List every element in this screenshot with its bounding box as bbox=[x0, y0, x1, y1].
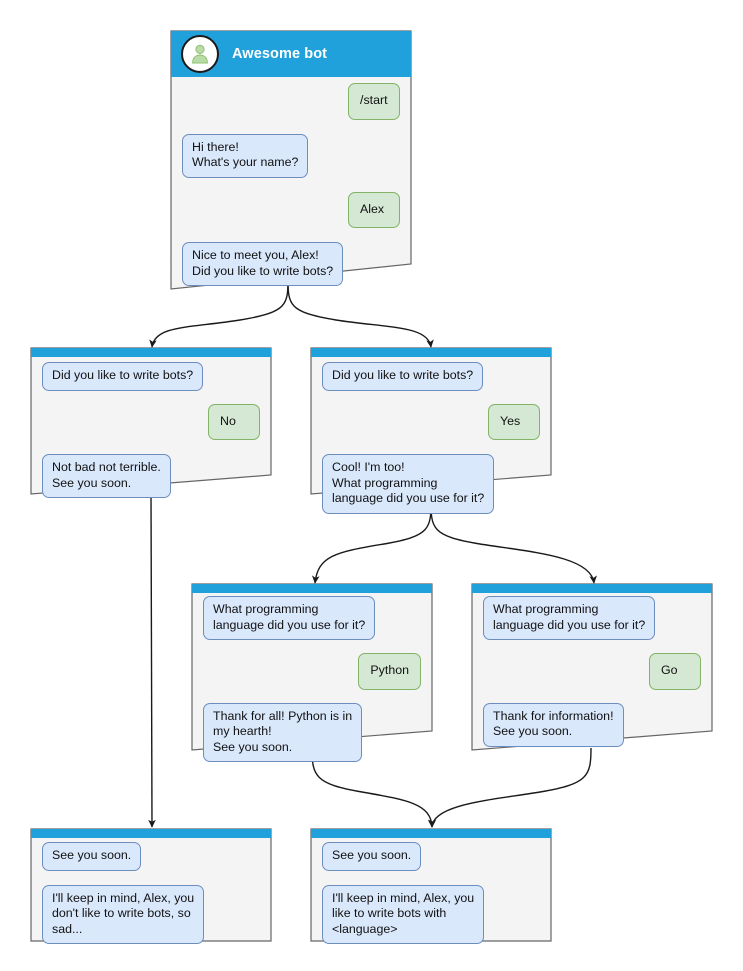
user-message-bubble[interactable]: Yes bbox=[488, 403, 540, 440]
message-list: See you soon. I'll keep in mind, Alex, y… bbox=[30, 842, 272, 944]
bot-message-bubble[interactable]: Did you like to write bots? bbox=[42, 362, 204, 391]
bot-message-bubble[interactable]: See you soon. bbox=[42, 842, 142, 871]
user-message-bubble[interactable]: No bbox=[208, 403, 260, 440]
message-list: What programming language did you use fo… bbox=[471, 596, 713, 747]
message-list: See you soon. I'll keep in mind, Alex, y… bbox=[310, 842, 552, 944]
card-header bbox=[311, 348, 551, 357]
message-row: Did you like to write bots? bbox=[42, 362, 260, 391]
bot-message-bubble[interactable]: Nice to meet you, Alex! Did you like to … bbox=[182, 242, 344, 286]
message-row: Cool! I'm too! What programming language… bbox=[322, 454, 540, 514]
bot-name-label: Awesome bot bbox=[232, 46, 328, 62]
card-header: Awesome bot bbox=[171, 31, 411, 77]
message-row: Python bbox=[203, 653, 421, 690]
message-row: What programming language did you use fo… bbox=[483, 596, 701, 640]
card-lang-go[interactable]: What programming language did you use fo… bbox=[471, 583, 713, 751]
message-row: Thank for information! See you soon. bbox=[483, 702, 701, 747]
message-row: Yes bbox=[322, 403, 540, 440]
bot-message-bubble[interactable]: Not bad not terrible. See you soon. bbox=[42, 454, 171, 498]
message-row: I'll keep in mind, Alex, you don't like … bbox=[42, 884, 260, 944]
message-row: /start bbox=[182, 83, 400, 120]
card-header bbox=[311, 829, 551, 838]
bot-message-bubble[interactable]: Hi there! What's your name? bbox=[182, 133, 309, 178]
message-row: See you soon. bbox=[42, 842, 260, 871]
message-list: What programming language did you use fo… bbox=[191, 596, 433, 762]
connector-go-to-end-happy bbox=[428, 747, 592, 828]
message-row: No bbox=[42, 403, 260, 440]
message-row: Not bad not terrible. See you soon. bbox=[42, 454, 260, 498]
message-row: Did you like to write bots? bbox=[322, 362, 540, 391]
card-header bbox=[31, 348, 271, 357]
bot-message-bubble[interactable]: Thank for information! See you soon. bbox=[483, 702, 624, 747]
message-row: Thank for all! Python is in my hearth! S… bbox=[203, 702, 421, 762]
user-message-bubble[interactable]: Python bbox=[358, 653, 421, 690]
message-row: Go bbox=[483, 653, 701, 690]
card-end-sad[interactable]: See you soon. I'll keep in mind, Alex, y… bbox=[30, 828, 272, 944]
bot-message-bubble[interactable]: What programming language did you use fo… bbox=[203, 596, 376, 640]
card-lang-python[interactable]: What programming language did you use fo… bbox=[191, 583, 433, 762]
card-header bbox=[31, 829, 271, 838]
bot-message-bubble[interactable]: Did you like to write bots? bbox=[322, 362, 484, 391]
avatar bbox=[181, 35, 219, 73]
message-list: Did you like to write bots? Yes Cool! I'… bbox=[310, 362, 552, 514]
bot-message-bubble[interactable]: What programming language did you use fo… bbox=[483, 596, 656, 640]
card-answer-no[interactable]: Did you like to write bots? No Not bad n… bbox=[30, 347, 272, 498]
card-end-happy[interactable]: See you soon. I'll keep in mind, Alex, y… bbox=[310, 828, 552, 944]
bot-message-bubble[interactable]: See you soon. bbox=[322, 842, 422, 871]
bot-message-bubble[interactable]: Cool! I'm too! What programming language… bbox=[322, 454, 495, 514]
message-list: Did you like to write bots? No Not bad n… bbox=[30, 362, 272, 498]
connector-no-to-end-sad bbox=[148, 490, 156, 828]
message-row: What programming language did you use fo… bbox=[203, 596, 421, 640]
message-row: See you soon. bbox=[322, 842, 540, 871]
person-icon bbox=[192, 44, 208, 64]
user-message-bubble[interactable]: /start bbox=[348, 83, 400, 120]
user-message-bubble[interactable]: Go bbox=[649, 653, 701, 690]
message-list: /start Hi there! What's your name? Alex … bbox=[170, 83, 412, 286]
bot-message-bubble[interactable]: Thank for all! Python is in my hearth! S… bbox=[203, 702, 363, 762]
card-start[interactable]: Awesome bot /start Hi there! What's your… bbox=[170, 30, 412, 290]
card-header bbox=[192, 584, 432, 593]
message-row: I'll keep in mind, Alex, you like to wri… bbox=[322, 884, 540, 944]
bot-message-bubble[interactable]: I'll keep in mind, Alex, you like to wri… bbox=[322, 884, 485, 944]
card-header bbox=[472, 584, 712, 593]
user-message-bubble[interactable]: Alex bbox=[348, 191, 400, 228]
message-row: Hi there! What's your name? bbox=[182, 133, 400, 178]
message-row: Nice to meet you, Alex! Did you like to … bbox=[182, 242, 400, 286]
message-row: Alex bbox=[182, 191, 400, 228]
card-answer-yes[interactable]: Did you like to write bots? Yes Cool! I'… bbox=[310, 347, 552, 514]
bot-message-bubble[interactable]: I'll keep in mind, Alex, you don't like … bbox=[42, 884, 205, 944]
